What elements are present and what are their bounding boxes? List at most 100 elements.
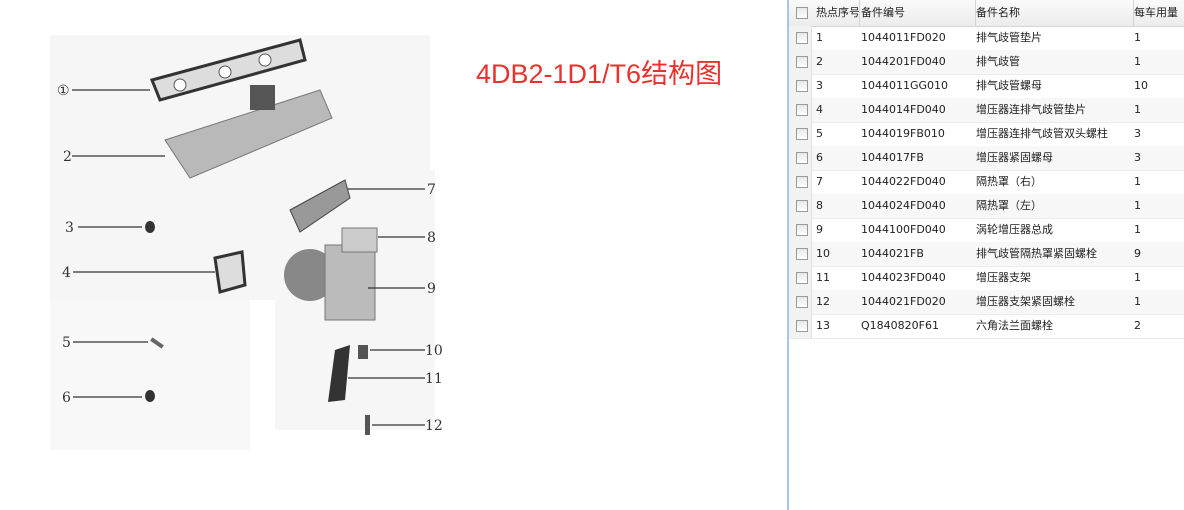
row-checkbox[interactable] xyxy=(796,248,808,260)
part-number-cell: Q1840820F61 xyxy=(861,319,939,332)
hotspot-no-cell: 2 xyxy=(816,55,823,68)
part-name-cell: 六角法兰面螺栓 xyxy=(976,319,1053,332)
part-name-cell: 排气歧管螺母 xyxy=(976,79,1042,92)
leader-lines xyxy=(72,89,425,426)
table-row[interactable]: 6 1044017FB 增压器紧固螺母 3 xyxy=(789,146,1184,171)
table-row[interactable]: 12 1044021FD020 增压器支架紧固螺栓 1 xyxy=(789,290,1184,315)
part-name-cell: 增压器连排气歧管垫片 xyxy=(976,103,1086,116)
quantity-cell: 1 xyxy=(1134,271,1141,284)
table-row[interactable]: 10 1044021FB 排气歧管隔热罩紧固螺栓 9 xyxy=(789,242,1184,267)
callout-2: 2 xyxy=(63,149,72,165)
hotspot-no-cell: 11 xyxy=(816,271,830,284)
quantity-cell: 10 xyxy=(1134,79,1148,92)
callout-6: 6 xyxy=(62,390,71,406)
diagram-title: 4DB2-1D1/T6结构图 xyxy=(476,59,723,89)
callout-5: 5 xyxy=(62,335,71,351)
select-all-checkbox[interactable] xyxy=(796,7,808,19)
part-number-cell: 1044021FD020 xyxy=(861,295,946,308)
exploded-parts-diagram: ① 2 3 4 5 6 7 8 9 10 11 12 xyxy=(50,35,443,450)
bolt-part-2 xyxy=(365,415,370,435)
hotspot-no-cell: 5 xyxy=(816,127,823,140)
part-number-cell: 1044011FD020 xyxy=(861,31,946,44)
hotspot-no-cell: 6 xyxy=(816,151,823,164)
parts-table: 热点序号 备件编号 备件名称 每车用量 1 1044011FD020 排气歧管垫片 1… xyxy=(787,0,1184,510)
table-row[interactable]: 11 1044023FD040 增压器支架 1 xyxy=(789,266,1184,291)
stud-part xyxy=(150,337,164,349)
part-number-cell: 1044100FD040 xyxy=(861,223,946,236)
quantity-cell: 1 xyxy=(1134,199,1141,212)
part-name-cell: 增压器连排气歧管双头螺柱 xyxy=(976,127,1108,140)
part-name-cell: 排气歧管隔热罩紧固螺栓 xyxy=(976,247,1097,260)
exhaust-manifold-part xyxy=(164,85,333,179)
quantity-cell: 1 xyxy=(1134,103,1141,116)
part-name-cell: 隔热罩（右） xyxy=(976,175,1042,188)
callout-1: ① xyxy=(57,83,70,99)
quantity-cell: 1 xyxy=(1134,295,1141,308)
quantity-cell: 3 xyxy=(1134,127,1141,140)
part-number-cell: 1044022FD040 xyxy=(861,175,946,188)
callout-12: 12 xyxy=(425,418,443,434)
gasket-part xyxy=(149,38,307,102)
row-checkbox[interactable] xyxy=(796,128,808,140)
callout-11: 11 xyxy=(425,371,443,387)
row-checkbox[interactable] xyxy=(796,320,808,332)
quantity-cell: 1 xyxy=(1134,55,1141,68)
part-name-cell: 涡轮增压器总成 xyxy=(976,223,1053,236)
callout-9: 9 xyxy=(427,281,436,297)
part-number-cell: 1044021FB xyxy=(861,247,924,260)
row-checkbox[interactable] xyxy=(796,152,808,164)
row-checkbox[interactable] xyxy=(796,272,808,284)
table-row[interactable]: 13 Q1840820F61 六角法兰面螺栓 2 xyxy=(789,314,1184,339)
part-name-cell: 排气歧管 xyxy=(976,55,1020,68)
table-row[interactable]: 7 1044022FD040 隔热罩（右） 1 xyxy=(789,170,1184,195)
quantity-cell: 1 xyxy=(1134,223,1141,236)
row-checkbox[interactable] xyxy=(796,80,808,92)
table-header: 热点序号 备件编号 备件名称 每车用量 xyxy=(789,0,1184,27)
hotspot-no-cell: 10 xyxy=(816,247,830,260)
row-checkbox[interactable] xyxy=(796,296,808,308)
callout-7: 7 xyxy=(427,182,436,198)
quantity-cell: 3 xyxy=(1134,151,1141,164)
header-part-name[interactable]: 备件名称 xyxy=(976,0,1134,26)
hotspot-no-cell: 7 xyxy=(816,175,823,188)
part-name-cell: 增压器支架 xyxy=(976,271,1031,284)
nut-part xyxy=(145,221,155,233)
hotspot-no-cell: 4 xyxy=(816,103,823,116)
row-checkbox[interactable] xyxy=(796,176,808,188)
quantity-cell: 1 xyxy=(1134,175,1141,188)
header-quantity[interactable]: 每车用量 xyxy=(1134,6,1178,19)
hotspot-no-cell: 12 xyxy=(816,295,830,308)
hotspot-no-cell: 8 xyxy=(816,199,823,212)
turbo-gasket-part xyxy=(213,250,247,294)
part-name-cell: 增压器支架紧固螺栓 xyxy=(976,295,1075,308)
hotspot-no-cell: 13 xyxy=(816,319,830,332)
row-checkbox[interactable] xyxy=(796,32,808,44)
bolt-part xyxy=(358,345,368,359)
part-name-cell: 隔热罩（左） xyxy=(976,199,1042,212)
row-checkbox[interactable] xyxy=(796,224,808,236)
part-name-cell: 排气歧管垫片 xyxy=(976,31,1042,44)
callout-8: 8 xyxy=(427,230,436,246)
row-checkbox[interactable] xyxy=(796,56,808,68)
header-part-number[interactable]: 备件编号 xyxy=(861,0,976,26)
part-number-cell: 1044023FD040 xyxy=(861,271,946,284)
part-number-cell: 1044017FB xyxy=(861,151,924,164)
header-hotspot-no[interactable]: 热点序号 xyxy=(816,0,860,26)
part-number-cell: 1044011GG010 xyxy=(861,79,949,92)
row-checkbox[interactable] xyxy=(796,104,808,116)
callout-10: 10 xyxy=(425,343,443,359)
table-row[interactable]: 3 1044011GG010 排气歧管螺母 10 xyxy=(789,74,1184,99)
quantity-cell: 9 xyxy=(1134,247,1141,260)
row-checkbox[interactable] xyxy=(796,200,808,212)
quantity-cell: 2 xyxy=(1134,319,1141,332)
hotspot-no-cell: 3 xyxy=(816,79,823,92)
turbocharger-part xyxy=(284,227,378,321)
part-name-cell: 增压器紧固螺母 xyxy=(976,151,1053,164)
heat-shield-part xyxy=(289,179,351,233)
